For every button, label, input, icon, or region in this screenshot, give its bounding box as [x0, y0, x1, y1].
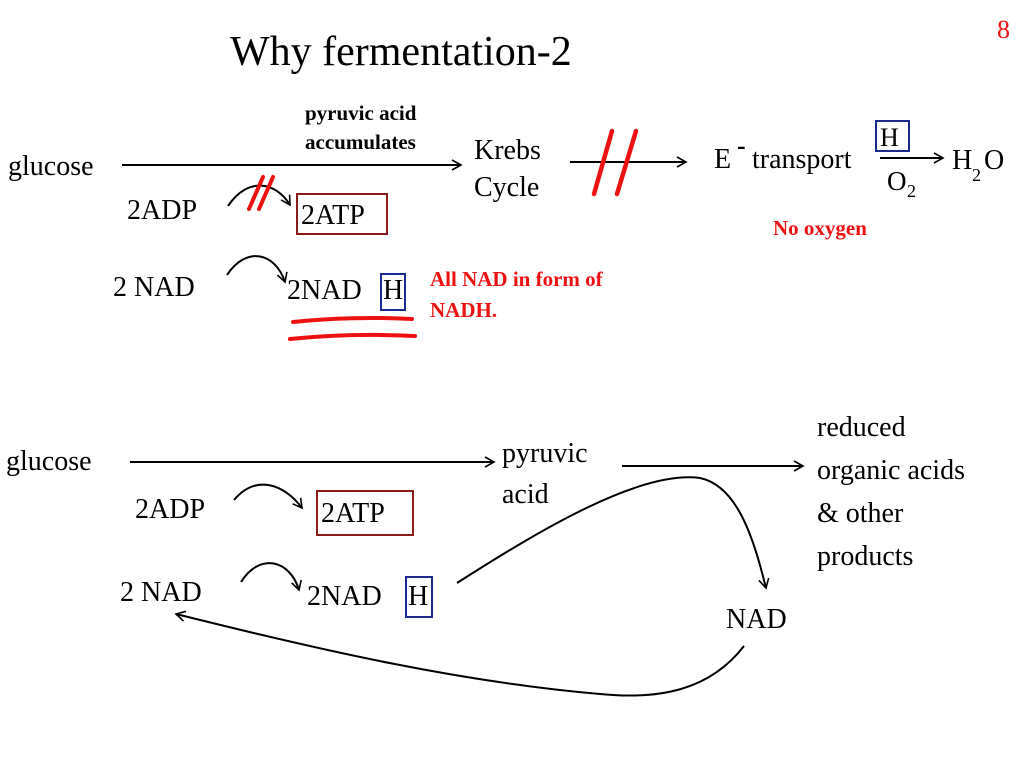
page-title: Why fermentation-2 — [230, 29, 572, 75]
block-mark-krebs-1 — [591, 128, 615, 197]
transport-h-box — [875, 120, 910, 152]
nad-return-arrow — [174, 610, 745, 697]
top-nad-label: 2 NAD — [113, 272, 195, 303]
cycle-label: Cycle — [474, 172, 539, 203]
products-line-4: products — [817, 541, 913, 572]
products-line-1: reduced — [817, 412, 906, 443]
electron-symbol: E — [714, 144, 731, 175]
bottom-nad-label: 2 NAD — [120, 577, 202, 608]
bottom-nadh-h-box — [405, 576, 433, 618]
bottom-nadh-label: 2NAD — [307, 581, 382, 612]
bottom-atp-box — [316, 490, 414, 536]
bottom-glucose-label: glucose — [6, 446, 92, 477]
top-atp-label: 2ATP — [301, 200, 365, 231]
top-glucose-label: glucose — [8, 151, 94, 182]
top-nad-to-nadh-arrow — [226, 255, 288, 284]
electron-charge: - — [737, 131, 746, 160]
acid-label: acid — [502, 479, 549, 510]
products-line-2: organic acids — [817, 455, 965, 486]
block-mark-krebs-2 — [614, 128, 639, 197]
top-nadh-label: 2NAD — [287, 275, 362, 306]
bottom-adp-to-atp-arrow — [233, 483, 303, 510]
top-adp-label: 2ADP — [127, 195, 197, 226]
krebs-label: Krebs — [474, 135, 541, 166]
nadh-underline-1 — [291, 316, 414, 324]
transport-h-label: H — [880, 123, 899, 152]
nad-note-line-2: NADH. — [430, 298, 497, 322]
bottom-adp-label: 2ADP — [135, 494, 205, 525]
products-line-3: & other — [817, 498, 904, 529]
water-h-label: H — [952, 145, 972, 176]
top-atp-box — [296, 193, 388, 235]
page-number: 8 — [997, 15, 1010, 44]
accumulates-label: accumulates — [305, 130, 416, 154]
water-subscript: 2 — [972, 165, 981, 185]
pyruvic-label: pyruvic — [502, 438, 588, 469]
regenerated-nad-label: NAD — [726, 604, 787, 635]
bottom-nad-to-nadh-arrow — [240, 562, 302, 592]
water-o-label: O — [984, 145, 1004, 176]
block-mark-atp-2 — [257, 175, 275, 211]
top-nadh-h-label: H — [383, 275, 403, 306]
no-oxygen-note: No oxygen — [773, 216, 867, 240]
oxygen-label: O — [887, 166, 907, 196]
bottom-atp-label: 2ATP — [321, 498, 385, 529]
nadh-underline-2 — [288, 333, 417, 341]
nad-note-line-1: All NAD in form of — [430, 267, 604, 291]
nadh-to-nad-arrow — [456, 476, 770, 590]
bottom-nadh-h-label: H — [408, 581, 428, 612]
top-nadh-h-box — [380, 273, 406, 311]
pyruvic-acid-label: pyruvic acid — [305, 101, 417, 125]
transport-label: transport — [752, 144, 852, 175]
oxygen-subscript: 2 — [907, 181, 916, 201]
block-mark-atp-1 — [247, 175, 265, 211]
